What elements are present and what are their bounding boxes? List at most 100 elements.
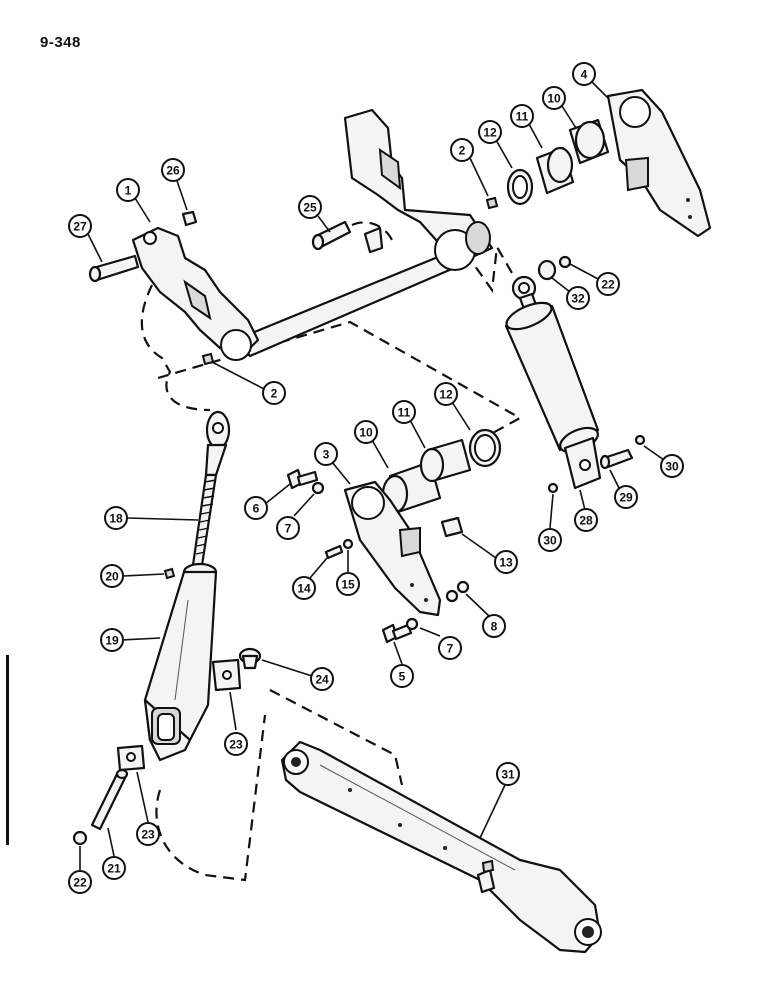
callout-label: 11 (516, 110, 529, 124)
callout-10: 10 (354, 420, 378, 444)
lift-link-19 (143, 562, 218, 762)
callout-label: 12 (483, 126, 497, 140)
dash-line-lift-arm (140, 284, 211, 412)
arm-4 (606, 88, 712, 238)
fitting-2-upper (485, 196, 499, 210)
callout-11: 11 (392, 400, 416, 424)
callout-label: 30 (543, 534, 557, 548)
callout-23: 23 (136, 822, 160, 846)
callout-label: 7 (447, 642, 454, 656)
callout-label: 24 (315, 673, 329, 687)
callout-label: 14 (297, 582, 311, 596)
bolt-14 (324, 544, 344, 560)
callout-bubble (68, 870, 92, 894)
callout-label: 26 (166, 164, 180, 178)
callout-label: 7 (285, 522, 292, 536)
upper-bushings (506, 118, 610, 206)
callout-label: 10 (547, 92, 561, 106)
callout-label: 29 (619, 491, 633, 505)
callout-label: 2 (459, 144, 466, 158)
callout-31: 31 (496, 762, 520, 786)
callout-32: 32 (566, 286, 590, 310)
callout-bubble (438, 636, 462, 660)
callout-label: 2 (271, 387, 278, 401)
arm-3 (343, 480, 442, 617)
washer-7-lower-right (445, 589, 459, 603)
callout-label: 31 (501, 768, 515, 782)
hydraulic-cylinder (504, 275, 602, 490)
nut-8 (456, 580, 470, 594)
callout-11: 11 (510, 104, 534, 128)
callout-label: 23 (229, 738, 243, 752)
lift-rod-18 (191, 410, 231, 567)
callout-27: 27 (68, 214, 92, 238)
callout-label: 22 (73, 876, 87, 890)
callout-19: 19 (100, 628, 124, 652)
callout-bubble (104, 506, 128, 530)
callout-label: 25 (303, 201, 317, 215)
pin-29 (599, 448, 634, 470)
washer-7-lower (405, 617, 419, 631)
callout-23: 23 (224, 732, 248, 756)
callout-bubble (574, 508, 598, 532)
callout-label: 23 (141, 828, 155, 842)
callout-4: 4 (572, 62, 596, 86)
clip-30-right (634, 434, 646, 446)
bolt-5 (381, 623, 413, 644)
callout-label: 5 (399, 670, 406, 684)
callout-bubble (542, 86, 566, 110)
callout-25: 25 (298, 195, 322, 219)
dash-line-pin25 (351, 221, 393, 241)
callout-bubble (614, 485, 638, 509)
washer-15 (342, 538, 354, 550)
callout-2: 2 (262, 381, 286, 405)
callout-label: 15 (341, 578, 355, 592)
callout-bubble (660, 454, 684, 478)
callout-label: 21 (107, 862, 121, 876)
callout-bubble (496, 762, 520, 786)
callout-label: 3 (323, 448, 330, 462)
washer-22-lower (72, 830, 88, 846)
callout-24: 24 (310, 667, 334, 691)
callout-22: 22 (68, 870, 92, 894)
bolt-6 (286, 468, 319, 490)
callout-13: 13 (494, 550, 518, 574)
fitting-2-lower (201, 352, 215, 366)
callout-bubble (450, 138, 474, 162)
callout-bubble (494, 550, 518, 574)
callout-bubble (390, 664, 414, 688)
callout-bubble (336, 572, 360, 596)
callout-22: 22 (596, 272, 620, 296)
callout-bubble (354, 420, 378, 444)
callout-26: 26 (161, 158, 185, 182)
callout-label: 10 (359, 426, 373, 440)
callout-8: 8 (482, 614, 506, 638)
callout-6: 6 (244, 496, 268, 520)
callout-bubble (572, 62, 596, 86)
pin-21 (90, 768, 129, 831)
callout-bubble (102, 856, 126, 880)
callout-10: 10 (542, 86, 566, 110)
callout-bubble (596, 272, 620, 296)
callouts: 1262725212111042232231011123029283067181… (68, 62, 684, 894)
callout-12: 12 (478, 120, 502, 144)
rod-threads (195, 479, 217, 555)
callout-bubble (100, 564, 124, 588)
washer-7-upper (311, 481, 325, 495)
callout-label: 4 (581, 68, 588, 82)
callout-bubble (314, 442, 338, 466)
callout-14: 14 (292, 576, 316, 600)
callout-2: 2 (450, 138, 474, 162)
callout-bubble (510, 104, 534, 128)
callout-bubble (68, 214, 92, 238)
callout-bubble (538, 528, 562, 552)
callout-bubble (298, 195, 322, 219)
washer-32 (537, 259, 557, 281)
callout-bubble (262, 381, 286, 405)
callout-5: 5 (390, 664, 414, 688)
callout-3: 3 (314, 442, 338, 466)
callout-bubble (116, 178, 140, 202)
callout-7: 7 (276, 516, 300, 540)
callout-label: 11 (398, 406, 411, 420)
